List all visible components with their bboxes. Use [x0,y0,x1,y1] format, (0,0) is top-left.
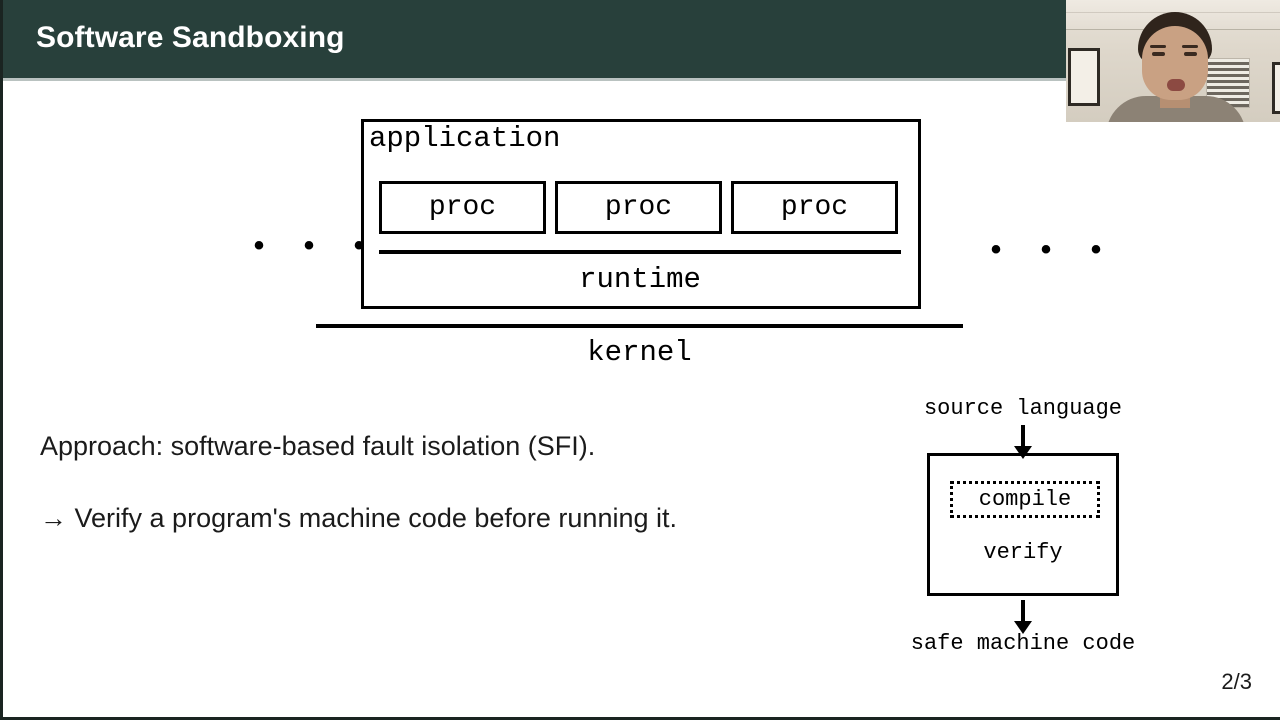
proc-box-3: proc [731,181,898,234]
header-divider [3,78,1280,81]
verify-text-line: → Verify a program's machine code before… [40,503,677,534]
ellipsis-right: • • • [987,235,1113,269]
compiler-box [927,453,1119,596]
safe-machine-code-label: safe machine code [910,631,1136,656]
right-arrow-icon: → [40,503,67,533]
runtime-separator-line [379,250,901,254]
ellipsis-left: • • • [250,231,376,265]
arrow-shaft [1021,600,1025,624]
presenter-webcam-overlay[interactable] [1066,0,1280,122]
source-language-label: source language [923,396,1123,421]
compile-step-box: compile [950,481,1100,518]
webcam-picture-frame-right [1272,62,1280,114]
kernel-label: kernel [587,336,692,369]
proc-row: proc proc proc [379,181,898,234]
kernel-boundary-line [316,324,963,328]
verify-text: Verify a program's machine code before r… [74,503,677,533]
webcam-picture-frame-left [1068,48,1100,106]
application-label: application [369,122,561,155]
webcam-person-eye-left [1152,52,1165,56]
webcam-person-mouth [1167,79,1185,91]
webcam-person-brow-right [1182,45,1198,48]
arrow-shaft [1021,425,1025,449]
proc-box-1: proc [379,181,546,234]
verify-step-label: verify [983,540,1063,565]
arrow-head [1014,621,1032,634]
application-box [361,119,921,309]
webcam-person-eye-right [1184,52,1197,56]
webcam-person-brow-left [1150,45,1166,48]
page-number: 2/3 [1221,669,1252,694]
runtime-label: runtime [579,263,701,296]
proc-box-2: proc [555,181,722,234]
arrow-down-icon-output [1014,600,1032,634]
page-title: Software Sandboxing [36,21,345,54]
approach-text: Approach: software-based fault isolation… [40,431,596,461]
